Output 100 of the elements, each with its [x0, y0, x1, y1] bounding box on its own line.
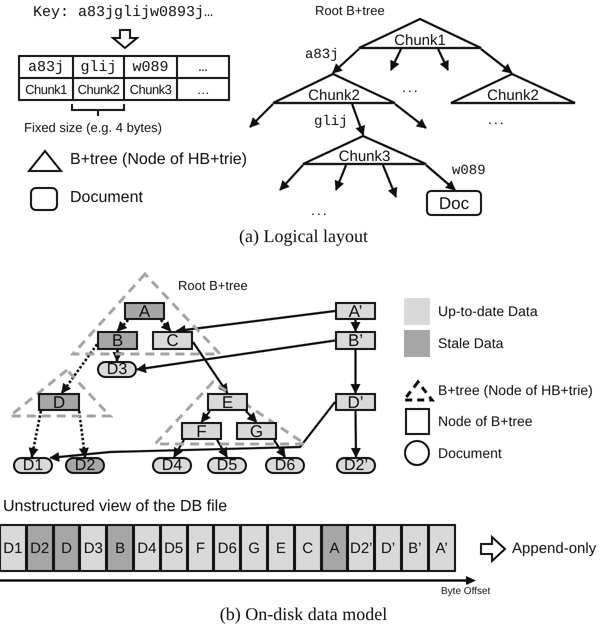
document-node: D5 — [207, 457, 247, 474]
file-block: A — [320, 524, 348, 572]
document-node: D4 — [152, 457, 192, 474]
section-heading: Unstructured view of the DB file — [3, 499, 228, 515]
file-block: D — [52, 524, 80, 572]
table-cell: w089 — [124, 56, 177, 78]
arrow — [279, 164, 304, 191]
arrow — [382, 164, 398, 198]
file-block: C — [294, 524, 322, 572]
file-block: D3 — [79, 524, 108, 572]
file-block: D2’ — [347, 524, 376, 572]
axis-label: Byte Offset — [441, 587, 490, 597]
arrow — [160, 319, 172, 332]
append-label: Append-only — [512, 541, 596, 556]
document-node: D2’ — [336, 457, 376, 474]
arrow — [334, 164, 348, 191]
tree-node: A — [124, 302, 165, 320]
b-tree-triangle — [273, 73, 395, 104]
document-box: Doc — [426, 190, 482, 216]
arrow — [390, 48, 402, 71]
edge-label: a83j — [305, 48, 339, 62]
tree-node: D’ — [335, 393, 376, 411]
arrow — [350, 320, 360, 332]
file-block: G — [240, 524, 268, 572]
arrow — [116, 319, 130, 332]
tree-node: B — [97, 331, 138, 350]
figure-caption: (a) Logical layout — [238, 227, 369, 245]
tree-caption: Root B+tree — [315, 4, 385, 17]
arrow — [351, 104, 365, 136]
figure-caption: (b) On-disk data model — [218, 605, 388, 623]
arrow — [332, 48, 360, 74]
document-node: D3 — [97, 361, 137, 378]
arrow — [60, 344, 98, 394]
note-text: Fixed size (e.g. 4 bytes) — [24, 121, 162, 134]
table-cell: Chunk1 — [19, 78, 73, 100]
table-cell: a83j — [19, 56, 73, 78]
file-block: D6 — [213, 524, 242, 572]
tree-node: E — [207, 393, 248, 411]
ellipsis: ... — [311, 203, 329, 217]
legend-label: B+tree (Node of HB+trie) — [438, 383, 593, 397]
file-block: D4 — [132, 524, 161, 572]
tree-node: G — [236, 422, 277, 440]
arrow — [350, 350, 360, 394]
legend-label: Stale Data — [438, 336, 504, 350]
file-block: B’ — [400, 524, 429, 572]
arrow — [245, 410, 258, 423]
edge-label: w089 — [452, 164, 486, 178]
arrow — [192, 341, 228, 394]
legend-label: Document — [438, 446, 502, 460]
file-block: D5 — [160, 524, 188, 572]
arrow — [216, 439, 228, 458]
table-cell: … — [177, 56, 229, 78]
b-tree-triangle — [451, 73, 575, 104]
key-text: Key: a83jglijw0893j… — [33, 5, 214, 20]
table-cell: glij — [73, 56, 124, 78]
file-block: D2 — [26, 524, 54, 572]
tree-heading: Root B+tree — [178, 279, 248, 292]
b-tree-triangle — [155, 381, 305, 445]
arrow — [173, 439, 185, 458]
file-block: D’ — [374, 524, 402, 572]
document-node: D6 — [265, 457, 305, 474]
tree-node: A’ — [335, 302, 376, 320]
b-tree-triangle — [359, 18, 481, 49]
chunk-label: Chunk1 — [394, 33, 446, 48]
arrow — [200, 410, 211, 423]
edge-label: glij — [314, 115, 348, 129]
ellipsis: ... — [488, 112, 506, 126]
file-block: F — [186, 524, 214, 572]
arrow — [112, 350, 122, 362]
table-cell: … — [177, 78, 229, 100]
legend-label: Document — [70, 190, 143, 206]
b-tree-triangle — [303, 135, 426, 165]
arrow — [49, 401, 336, 462]
legend-label: Node of B+tree — [438, 414, 533, 428]
arrow — [249, 103, 274, 128]
arrow — [394, 103, 427, 129]
ellipsis: ... — [402, 80, 420, 94]
file-block: B — [106, 524, 134, 572]
arrow — [350, 410, 361, 458]
chunk-label: Chunk2 — [308, 88, 360, 103]
tree-node: D — [38, 393, 80, 411]
table-cell: Chunk3 — [124, 78, 177, 100]
tree-node: F — [181, 422, 222, 440]
arrow — [425, 164, 456, 191]
table-cell: Chunk2 — [73, 78, 124, 100]
legend-label: B+tree (Node of HB+trie) — [70, 152, 247, 168]
arrow — [480, 48, 513, 74]
arrow — [437, 48, 449, 71]
chunk-label: Chunk3 — [338, 149, 390, 164]
tree-node: B’ — [335, 331, 376, 350]
file-block: E — [266, 524, 295, 572]
document-node: D1 — [13, 457, 53, 474]
arrow — [28, 410, 42, 458]
legend-label: Up-to-date Data — [438, 304, 538, 318]
arrow — [273, 439, 286, 458]
file-block: A’ — [428, 524, 456, 572]
arrow — [136, 339, 336, 374]
file-block: D1 — [0, 524, 27, 572]
tree-node: C — [152, 331, 193, 350]
chunk-label: Chunk2 — [487, 88, 539, 103]
